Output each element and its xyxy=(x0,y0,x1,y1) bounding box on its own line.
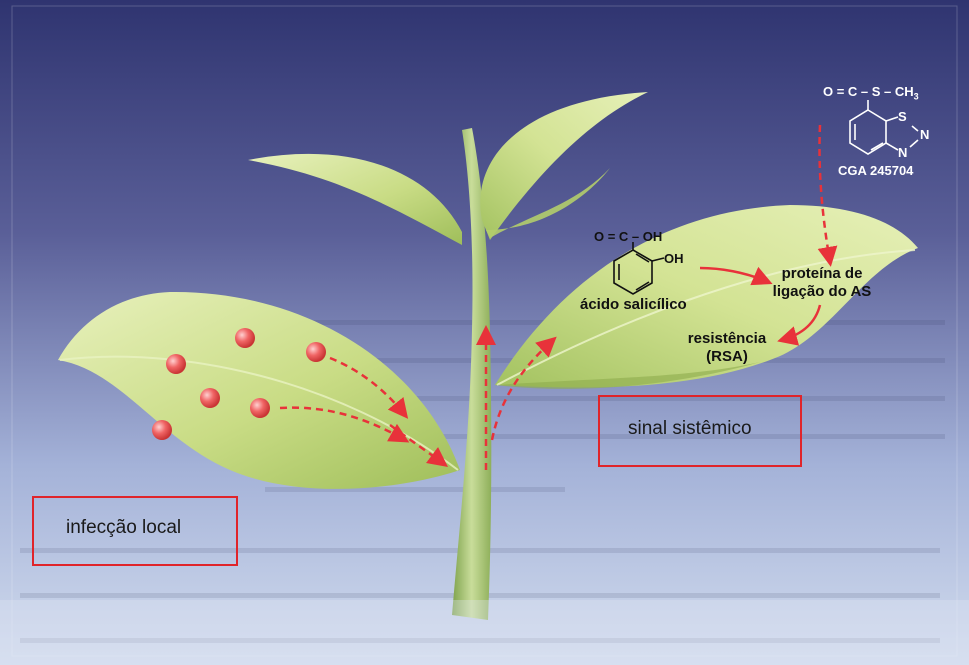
cga-top-chain-text: O = C – S – CH xyxy=(823,84,914,99)
resistance-line1: resistência xyxy=(672,330,782,348)
binding-protein-line2: ligação do AS xyxy=(762,283,882,301)
infection-dot xyxy=(152,420,172,440)
salicylic-acid-label: ácido salicílico xyxy=(580,296,687,313)
binding-protein-line1: proteína de xyxy=(762,265,882,283)
cga-ring-n1-label: N xyxy=(920,127,929,142)
salicylic-carboxyl-label: O = C – OH xyxy=(594,229,662,244)
systemic-signal-label: sinal sistêmico xyxy=(628,418,752,440)
cga-ring-n2-label: N xyxy=(898,145,907,160)
cga-subscript: 3 xyxy=(914,92,919,102)
resistance-line2: (RSA) xyxy=(672,348,782,366)
cga-top-chain-label: O = C – S – CH3 xyxy=(823,84,919,102)
cga-ring-s-label: S xyxy=(898,109,907,124)
local-infection-label: infecção local xyxy=(66,517,181,539)
infection-dot xyxy=(166,354,186,374)
infection-dot xyxy=(250,398,270,418)
infection-dot xyxy=(306,342,326,362)
resistance-label: resistência (RSA) xyxy=(672,330,782,366)
infection-dot xyxy=(200,388,220,408)
cga-compound-name: CGA 245704 xyxy=(838,163,913,178)
infection-dot xyxy=(235,328,255,348)
binding-protein-label: proteína de ligação do AS xyxy=(762,265,882,301)
salicylic-hydroxyl-label: OH xyxy=(664,251,684,266)
